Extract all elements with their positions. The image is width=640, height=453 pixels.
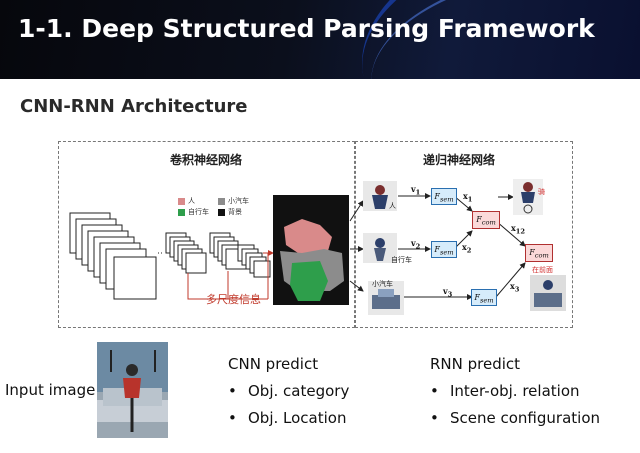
v1-label: v1 — [411, 184, 421, 197]
object-car-label: 小汽车 — [372, 280, 393, 288]
rnn-title: 递归神经网络 — [423, 153, 496, 167]
legend-bicycle: 自行车 — [178, 207, 209, 217]
relation-front-image — [530, 275, 566, 311]
legend-car: 小汽车 — [218, 196, 249, 206]
object-bicycle-label: 自行车 — [391, 256, 412, 264]
x2-label: x2 — [462, 242, 472, 255]
section-subtitle: CNN-RNN Architecture — [20, 96, 248, 117]
fsem-box-3: Fsem — [471, 289, 497, 306]
front-thumbnail-icon — [530, 275, 566, 311]
relation-ride-label: 骑 — [538, 188, 545, 196]
relation-ride-image — [513, 179, 543, 215]
legend-background: 背景 — [218, 207, 242, 217]
object-car-image — [368, 281, 404, 315]
feature-map-stack-middle — [165, 232, 207, 274]
architecture-diagram: 卷积神经网络 递归神经网络 人 小汽车 自行车 背景 — [58, 141, 573, 328]
legend-person: 人 — [178, 196, 195, 206]
fsem-box-1: Fsem — [431, 188, 457, 205]
v3-label: v3 — [443, 286, 453, 299]
legend-swatch — [178, 208, 185, 216]
legend-swatch — [218, 197, 225, 205]
slide-title: 1-1. Deep Structured Parsing Framework — [18, 14, 595, 43]
ride-thumbnail-icon — [513, 179, 543, 215]
cnn-predict-item: •Obj. Location — [228, 409, 347, 427]
feature-map-stack-right — [237, 244, 271, 278]
fcom-box-1: Fcom — [472, 211, 500, 229]
car-thumbnail-icon — [368, 281, 404, 315]
x1-label: x1 — [463, 191, 473, 204]
legend-swatch — [218, 208, 225, 216]
object-bicycle-image — [363, 233, 397, 263]
object-person-label: 人 — [389, 202, 396, 210]
rnn-predict-item: •Inter-obj. relation — [430, 382, 580, 400]
rnn-predict-item: •Scene configuration — [430, 409, 600, 427]
multiscale-label: 多尺度信息 — [206, 293, 261, 306]
cnn-predict-item: •Obj. category — [228, 382, 350, 400]
diagram-graphics — [69, 193, 526, 305]
relation-front-label: 在前面 — [532, 266, 553, 274]
bicycle-thumbnail-icon — [363, 233, 397, 263]
slide-header: 1-1. Deep Structured Parsing Framework — [0, 0, 640, 79]
fcom-box-2: Fcom — [525, 244, 553, 262]
cyclist-photo-icon — [97, 342, 168, 438]
cnn-title: 卷积神经网络 — [170, 153, 243, 167]
x3-label: x3 — [510, 281, 520, 294]
x12-label: x12 — [511, 223, 526, 236]
rnn-dashed-box — [355, 141, 573, 328]
cnn-dashed-box — [58, 141, 355, 328]
rnn-predict-title: RNN predict — [430, 355, 521, 373]
legend-swatch — [178, 197, 185, 205]
fsem-box-2: Fsem — [431, 241, 457, 258]
input-image — [97, 342, 168, 438]
feature-map-stack-large — [69, 212, 157, 300]
segmentation-map — [273, 195, 349, 305]
object-person-image — [363, 181, 397, 211]
cnn-predict-title: CNN predict — [228, 355, 319, 373]
person-thumbnail-icon — [363, 181, 397, 211]
v2-label: v2 — [411, 238, 421, 251]
input-image-label: Input image — [5, 381, 96, 399]
